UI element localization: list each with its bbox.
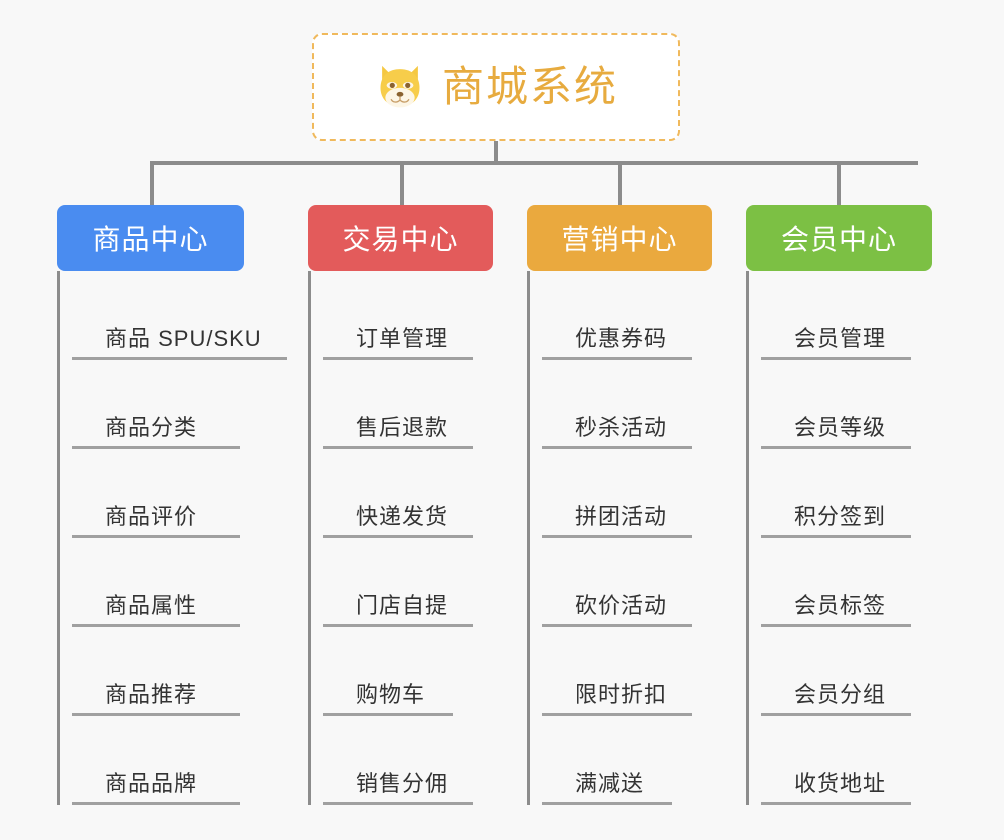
leaf-underline [761,802,911,805]
category-label: 交易中心 [342,224,459,255]
category-label: 营销中心 [561,224,678,255]
leaf-underline [761,446,911,449]
category-header-product-center[interactable]: 商品中心 [57,205,244,271]
leaf-underline [542,357,692,360]
leaf-item[interactable]: 收货地址 [761,716,976,805]
leaf-underline [323,713,453,716]
leaf-item[interactable]: 积分签到 [761,449,976,538]
root-node[interactable]: 商城系统 [312,33,680,141]
leaf-label: 快递发货 [356,504,449,529]
leaf-underline [761,357,911,360]
connector-horizontal-bus [150,161,918,165]
category-header-member-center[interactable]: 会员中心 [746,205,932,271]
leaf-underline [323,624,473,627]
leaf-label: 商品推荐 [105,682,198,707]
leaf-underline [761,535,911,538]
leaf-label: 订单管理 [356,326,449,351]
leaf-underline [72,535,240,538]
leaf-item[interactable]: 商品分类 [72,360,297,449]
leaf-item[interactable]: 商品推荐 [72,627,297,716]
leaf-underline [761,713,911,716]
leaf-item[interactable]: 商品评价 [72,449,297,538]
connector-drop-branch-1 [150,161,154,205]
leaf-list-product-center: 商品 SPU/SKU 商品分类 商品评价 商品属性 商品推荐 商品品牌 [57,271,297,805]
leaf-item[interactable]: 快递发货 [323,449,538,538]
leaf-underline [72,713,240,716]
leaf-underline [542,535,692,538]
leaf-item[interactable]: 商品品牌 [72,716,297,805]
leaf-label: 收货地址 [794,771,887,796]
leaf-item[interactable]: 拼团活动 [542,449,757,538]
leaf-underline [323,357,473,360]
branch-trade-center: 交易中心 订单管理 售后退款 快递发货 门店自提 购物车 [308,205,538,805]
connector-drop-branch-2 [400,161,404,205]
leaf-underline [323,446,473,449]
branch-product-center: 商品中心 商品 SPU/SKU 商品分类 商品评价 商品属性 商品推荐 [57,205,297,805]
leaf-item[interactable]: 销售分佣 [323,716,538,805]
leaf-item[interactable]: 优惠券码 [542,271,757,360]
leaf-label: 秒杀活动 [575,415,668,440]
leaf-underline [323,535,473,538]
leaf-label: 满减送 [575,771,645,796]
leaf-label: 商品评价 [105,504,198,529]
leaf-list-trade-center: 订单管理 售后退款 快递发货 门店自提 购物车 销售分佣 [308,271,538,805]
leaf-item[interactable]: 会员标签 [761,538,976,627]
leaf-item[interactable]: 秒杀活动 [542,360,757,449]
leaf-underline [72,357,287,360]
leaf-underline [761,624,911,627]
leaf-label: 商品 SPU/SKU [105,326,262,351]
leaf-label: 限时折扣 [575,682,668,707]
leaf-label: 商品属性 [105,593,198,618]
branch-marketing-center: 营销中心 优惠券码 秒杀活动 拼团活动 砍价活动 限时折扣 [527,205,757,805]
leaf-item[interactable]: 砍价活动 [542,538,757,627]
leaf-item[interactable]: 会员等级 [761,360,976,449]
leaf-label: 会员等级 [794,415,887,440]
leaf-underline [542,713,692,716]
leaf-list-member-center: 会员管理 会员等级 积分签到 会员标签 会员分组 收货地址 [746,271,976,805]
leaf-label: 售后退款 [356,415,449,440]
leaf-underline [72,446,240,449]
leaf-item[interactable]: 满减送 [542,716,757,805]
leaf-label: 商品品牌 [105,771,198,796]
leaf-underline [542,446,692,449]
leaf-underline [542,624,692,627]
root-title: 商城系统 [441,63,618,110]
leaf-label: 会员管理 [794,326,887,351]
leaf-item[interactable]: 购物车 [323,627,538,716]
leaf-label: 优惠券码 [575,326,668,351]
leaf-label: 门店自提 [356,593,449,618]
shiba-dog-face-icon [380,65,420,108]
leaf-item[interactable]: 售后退款 [323,360,538,449]
leaf-underline [72,802,240,805]
leaf-label: 会员分组 [794,682,887,707]
leaf-label: 商品分类 [105,415,198,440]
leaf-label: 会员标签 [794,593,887,618]
leaf-item[interactable]: 会员管理 [761,271,976,360]
category-header-marketing-center[interactable]: 营销中心 [527,205,712,271]
leaf-list-marketing-center: 优惠券码 秒杀活动 拼团活动 砍价活动 限时折扣 满减送 [527,271,757,805]
connector-drop-branch-4 [837,161,841,205]
category-label: 商品中心 [92,224,209,255]
leaf-label: 销售分佣 [356,771,449,796]
leaf-item[interactable]: 限时折扣 [542,627,757,716]
leaf-underline [542,802,672,805]
leaf-underline [323,802,473,805]
leaf-label: 购物车 [356,682,426,707]
leaf-label: 积分签到 [794,504,887,529]
leaf-item[interactable]: 订单管理 [323,271,538,360]
branch-member-center: 会员中心 会员管理 会员等级 积分签到 会员标签 会员分组 [746,205,976,805]
connector-drop-branch-3 [618,161,622,205]
leaf-underline [72,624,240,627]
category-header-trade-center[interactable]: 交易中心 [308,205,493,271]
leaf-item[interactable]: 商品 SPU/SKU [72,271,297,360]
leaf-label: 砍价活动 [575,593,668,618]
connector-root-stem [494,141,498,163]
category-label: 会员中心 [780,224,897,255]
leaf-item[interactable]: 会员分组 [761,627,976,716]
leaf-item[interactable]: 门店自提 [323,538,538,627]
leaf-label: 拼团活动 [575,504,668,529]
leaf-item[interactable]: 商品属性 [72,538,297,627]
